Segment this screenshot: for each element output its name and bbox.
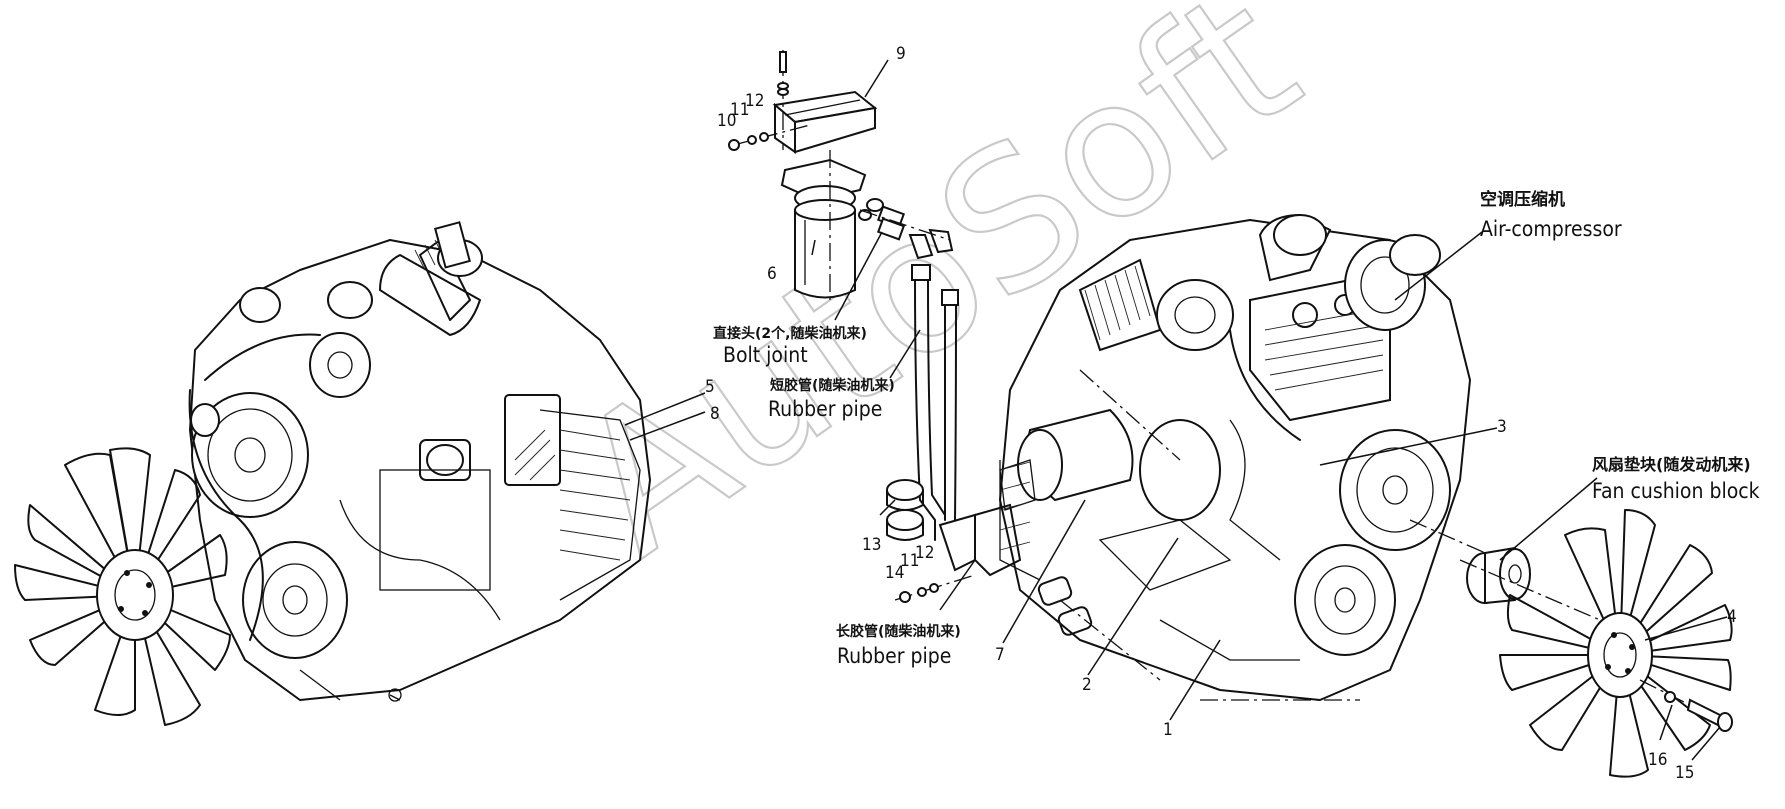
engine-left-drawing — [188, 221, 651, 702]
fan-right-drawing — [1499, 509, 1733, 778]
callout-13: 13 — [862, 535, 881, 555]
air-compressor-en-label: Air-compressor — [1480, 217, 1622, 241]
callout-1: 1 — [1163, 720, 1173, 740]
rubber-pipe-long-en-label: Rubber pipe — [837, 644, 951, 668]
rubber-pipe-short-en-label: Rubber pipe — [768, 397, 882, 421]
callout-9: 9 — [896, 44, 906, 64]
callout-12: 12 — [745, 91, 764, 111]
callout-numbers: 9 10 11 12 6 5 8 13 14 11 12 7 2 1 3 4 1… — [705, 44, 1737, 783]
callout-8: 8 — [710, 404, 720, 424]
bracket-drawing — [728, 50, 878, 154]
text-labels: 直接头(2个,随柴油机来) Bolt joint 短胶管(随柴油机来) Rubb… — [713, 189, 1760, 668]
oil-filter-drawing — [780, 150, 954, 300]
callout-2: 2 — [1082, 675, 1092, 695]
callout-7: 7 — [995, 645, 1005, 665]
callout-15: 15 — [1675, 763, 1694, 783]
bolt-joint-cn-label: 直接头(2个,随柴油机来) — [713, 325, 867, 342]
fan-cushion-cn-label: 风扇垫块(随发动机来) — [1592, 455, 1751, 474]
leader-lines — [624, 59, 1728, 761]
callout-11: 11 — [730, 100, 749, 120]
callout-4: 4 — [1727, 607, 1737, 627]
rubber-pipe-long-cn-label: 长胶管(随柴油机来) — [836, 623, 961, 640]
air-compressor-cn-label: 空调压缩机 — [1480, 189, 1565, 210]
callout-3: 3 — [1497, 417, 1507, 437]
callout-12b: 12 — [915, 543, 934, 563]
fan-cushion-en-label: Fan cushion block — [1592, 479, 1760, 503]
callout-14: 14 — [885, 563, 904, 583]
fan-left-drawing — [14, 447, 231, 726]
rubber-pipe-short-cn-label: 短胶管(随柴油机来) — [770, 377, 895, 394]
bolt-joint-en-label: Bolt joint — [723, 343, 808, 367]
engine-right-drawing — [999, 213, 1491, 701]
callout-5: 5 — [705, 377, 715, 397]
callout-16: 16 — [1648, 750, 1667, 770]
fan-cushion-block-drawing — [1459, 546, 1601, 621]
callout-10: 10 — [717, 111, 736, 131]
callout-6: 6 — [767, 264, 777, 284]
callout-11b: 11 — [900, 551, 919, 571]
